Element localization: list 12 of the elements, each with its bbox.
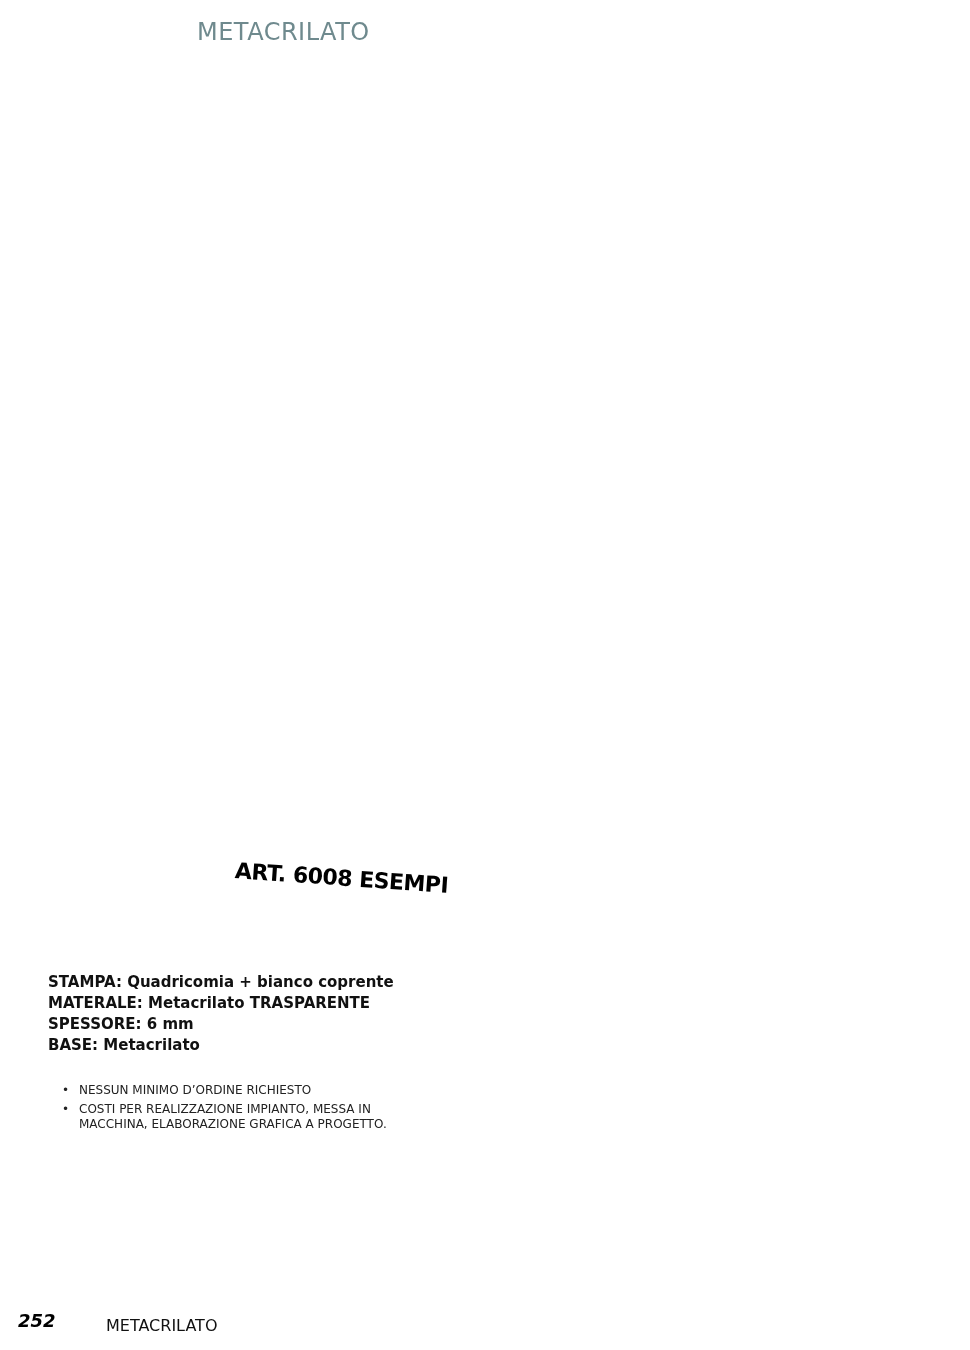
note-item: COSTI PER REALIZZAZIONE IMPIANTO, MESSA IN MACCHINA, ELABORAZIONE GRAFICA A PROGETTO.: [79, 1102, 388, 1132]
page-number: 252: [18, 1310, 56, 1331]
footer-section-name: METACRILATO: [106, 1316, 218, 1335]
spec-line: MATERALE: Metacrilato TRASPARENTE: [48, 994, 371, 1012]
article-heading: ART. 6008 ESEMPI: [234, 858, 449, 898]
bullet-mark: •: [62, 1083, 70, 1098]
spec-line: BASE: Metacrilato: [48, 1036, 200, 1054]
page-heading: METACRILATO: [197, 18, 370, 46]
note-item: NESSUN MINIMO D’ORDINE RICHIESTO: [79, 1083, 313, 1098]
spec-line: SPESSORE: 6 mm: [48, 1015, 194, 1033]
bullet-mark: •: [62, 1102, 70, 1117]
spec-line: STAMPA: Quadricomia + bianco coprente: [48, 973, 394, 991]
